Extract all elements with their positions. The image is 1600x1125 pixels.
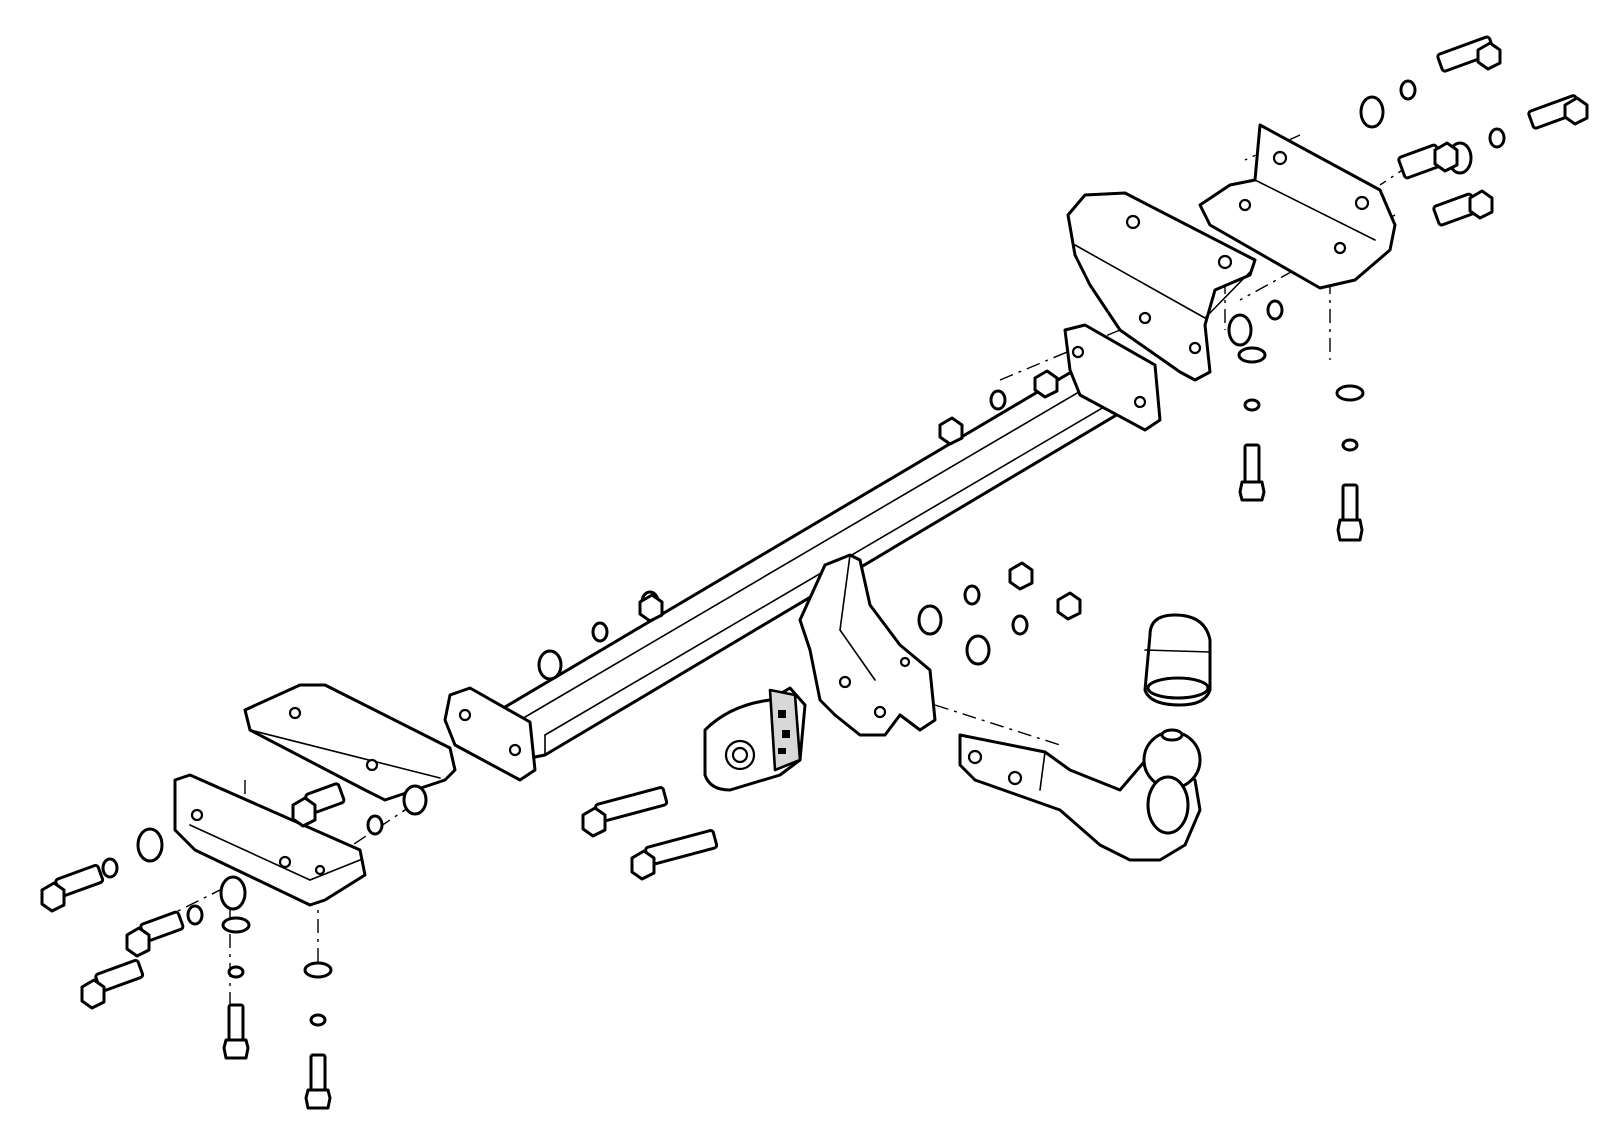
right-bolt-set <box>1227 35 1589 347</box>
center-hitch-bracket <box>798 553 937 737</box>
left-angle-bracket <box>173 773 367 907</box>
tow-ball-cap <box>1143 613 1212 707</box>
crossbar-end-plate-right <box>1063 323 1162 432</box>
crossbar-nuts <box>537 369 1059 681</box>
center-fastener-set <box>917 561 1082 666</box>
socket-bolts <box>581 786 719 881</box>
socket-mounting-plate <box>703 686 807 792</box>
left-vertical-bolt-set <box>221 916 333 1110</box>
left-fastener-set <box>40 782 428 1010</box>
tow-ball-neck <box>958 728 1202 862</box>
left-top-bracket <box>243 683 457 802</box>
right-mounting-bracket <box>1066 191 1257 382</box>
crossbar-end-plate-left <box>443 686 537 782</box>
right-vertical-bolt-set <box>1237 346 1365 542</box>
right-angle-bracket <box>1198 123 1397 290</box>
